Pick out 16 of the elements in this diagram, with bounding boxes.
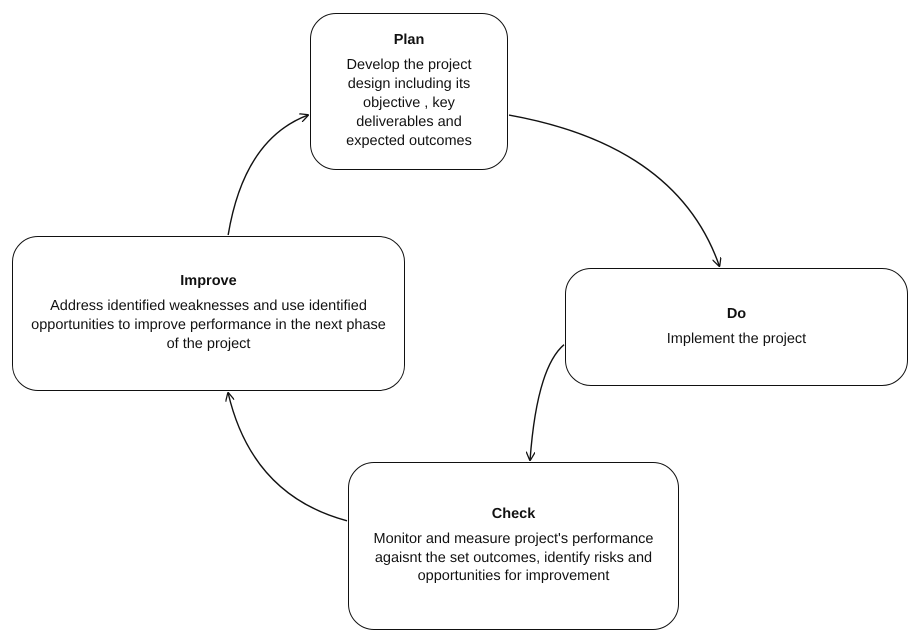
box-description: Address identified weaknesses and use identified opportunities to improve performance in the next phase of the project xyxy=(30,297,387,354)
box-heading: Improve xyxy=(180,273,237,290)
rounded-box xyxy=(310,13,508,170)
arrow xyxy=(227,114,310,236)
box-heading: Do xyxy=(726,306,746,322)
arrow xyxy=(508,114,722,268)
rounded-box xyxy=(348,462,679,630)
arrow xyxy=(526,344,564,462)
box-description: Develop the project design including its objective , key deliverables and expected outcomes xyxy=(345,56,473,151)
rounded-box xyxy=(565,268,908,386)
arrow xyxy=(225,392,348,522)
box-description: Implement the project xyxy=(666,330,806,348)
box-heading: Check xyxy=(492,506,536,522)
rounded-box xyxy=(12,236,405,391)
box-heading: Plan xyxy=(394,32,424,48)
box-description: Monitor and measure project's performance agaisnt the set outcomes, identify risks and opportunities for improvement xyxy=(372,530,654,586)
